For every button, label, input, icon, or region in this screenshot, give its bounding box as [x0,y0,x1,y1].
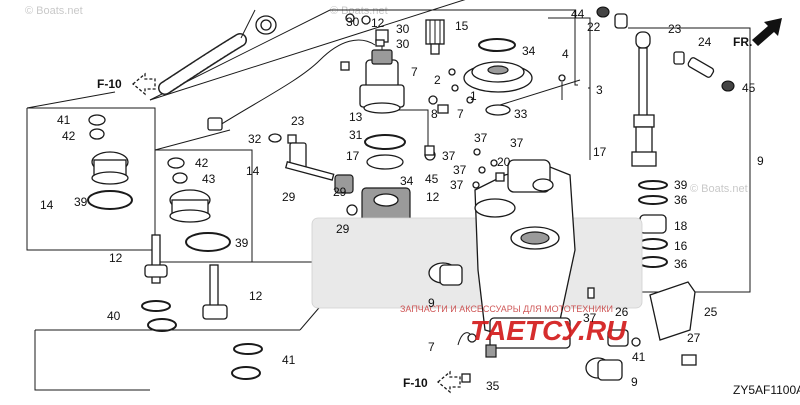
callout: 39 [674,178,688,192]
callout-labels: 30 12 30 30 15 34 4 7 2 1 8 7 33 3 44 22… [40,7,800,397]
callout: 12 [426,190,440,204]
callout: 41 [282,353,296,367]
callout: 9 [757,154,764,168]
callout: 13 [349,110,363,124]
tilt-housing [311,159,643,349]
callout: 7 [411,65,418,79]
callout: 41 [632,350,646,364]
callout: 36 [674,257,688,271]
copyright-watermark: © Boats.net [690,183,748,195]
front-direction-indicator: FR. [733,18,782,49]
part-5-gear [425,19,445,55]
callout: 42 [195,156,209,170]
callout: 24 [698,35,712,49]
hose-assembly [158,9,277,95]
tilt-cylinder-left [87,114,177,332]
callout: 35 [486,379,500,393]
callout: 17 [593,145,607,159]
callout: 41 [57,113,71,127]
callout: 8 [431,107,438,121]
callout: 20 [497,155,511,169]
trim-motor [207,13,405,131]
callout: 30 [396,37,410,51]
part-4-pump [428,38,566,116]
tilt-cylinder-middle [167,157,263,380]
callout: 12 [371,16,385,30]
copyright-watermark: © Boats.net [330,5,388,17]
callout: 7 [457,107,464,121]
callout: 37 [583,311,597,325]
callout: 23 [291,114,305,128]
callout: 37 [510,136,524,150]
top-right-small-parts [596,6,735,92]
callout: 39 [235,236,249,250]
callout: 33 [514,107,528,121]
callout: 29 [282,190,296,204]
red-caption-watermark: ЗАПЧАСТИ И АКСЕССУАРЫ ДЛЯ МОТОТЕХНИКИ [400,304,613,314]
callout: 34 [522,44,536,58]
callout: 27 [687,331,701,345]
callout: 2 [434,73,441,87]
callout: 31 [349,128,363,142]
callout: 9 [428,296,435,310]
callout: 37 [474,131,488,145]
bottom-right-parts [607,281,697,366]
callout: 23 [668,22,682,36]
diagram-code: ZY5AF1100A [733,383,800,397]
callout: 7 [428,340,435,354]
callout: 45 [425,172,439,186]
callout: 29 [333,185,347,199]
callout: 29 [336,222,350,236]
red-logo-watermark: ТАЕТСУ.RU [470,315,627,346]
callout: 9 [631,375,638,389]
callout: 26 [615,305,629,319]
front-arrow-icon [752,18,782,46]
ref-label-f10: F-10 [403,376,428,390]
callout: 44 [571,7,585,21]
small-fittings [424,145,595,299]
callout: 40 [107,309,121,323]
callout: 30 [346,15,360,29]
callout: 14 [40,198,54,212]
callout: 43 [202,172,216,186]
callout: 3 [596,83,603,97]
callout: 16 [674,239,688,253]
callout: 15 [455,19,469,33]
callout: 18 [674,219,688,233]
front-label: FR. [733,35,752,49]
ref-arrow-bottom: F-10 [403,370,461,394]
callout: 37 [453,163,467,177]
valve-parts [268,133,354,194]
ref-label-f10: F-10 [97,77,122,91]
callout: 39 [74,195,88,209]
callout: 42 [62,129,76,143]
callout: 4 [562,47,569,61]
callout: 17 [346,149,360,163]
callout: 22 [587,20,601,34]
callout: 12 [249,289,263,303]
callout: 12 [109,251,123,265]
callout: 1 [470,89,477,103]
callout: 36 [674,193,688,207]
callout: 14 [246,164,260,178]
callout: 45 [742,81,756,95]
callout: 37 [450,178,464,192]
ref-arrow-top: F-10 [97,72,156,96]
callout: 25 [704,305,718,319]
callout: 32 [248,132,262,146]
red-watermark: ЗАПЧАСТИ И АКСЕССУАРЫ ДЛЯ МОТОТЕХНИКИ ТА… [400,304,627,346]
plug-parts [428,262,623,381]
callout: 34 [400,174,414,188]
callout: 30 [396,22,410,36]
sensor-parts [457,332,497,383]
copyright-watermark: © Boats.net [25,5,83,17]
callout: 37 [442,149,456,163]
